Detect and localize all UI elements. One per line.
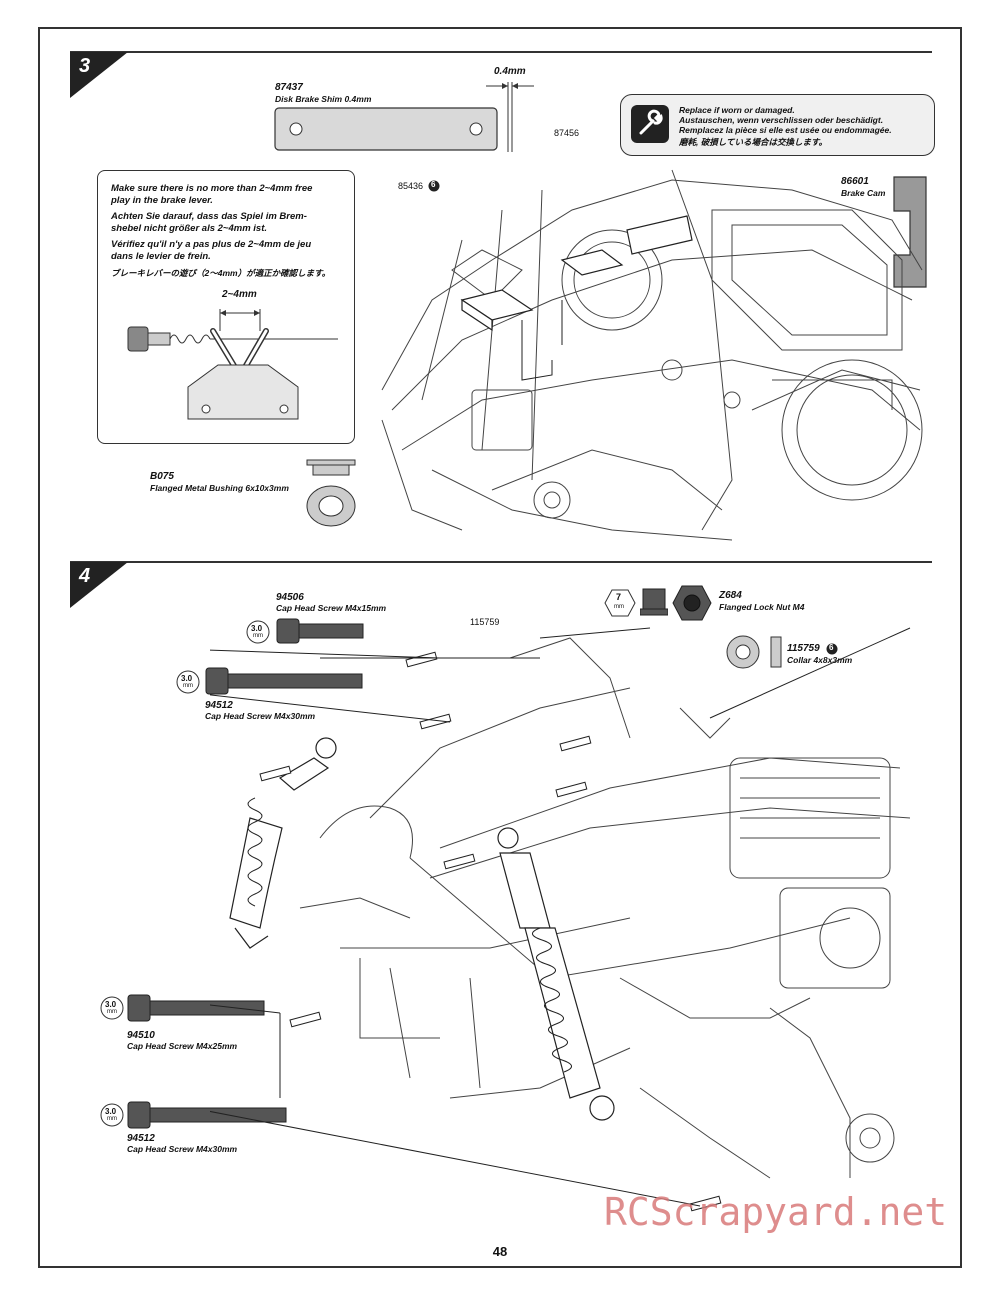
flanged-lock-nut-side-icon — [640, 588, 668, 616]
screw-94512-top-code: 94512 — [205, 700, 233, 711]
tool-94506-unit: mm — [253, 633, 263, 639]
hex-tool-3mm-icon — [176, 670, 200, 694]
step4-assembly-drawing — [210, 627, 911, 1212]
collar-side-icon — [770, 636, 782, 668]
warning-line-jp: 磨耗, 破損している場合は交換します。 — [679, 137, 828, 147]
collar-name: Collar 4x8x3mm — [787, 655, 853, 665]
screw-94512-top-name: Cap Head Screw M4x30mm — [205, 711, 316, 721]
brake-cam-name: Brake Cam — [841, 188, 886, 198]
tool-94512-bottom-unit: mm — [107, 1116, 117, 1122]
cap-head-screw-m4x30-icon — [205, 667, 363, 695]
lock-nut-code: Z684 — [719, 590, 742, 601]
screw-94510-name: Cap Head Screw M4x25mm — [127, 1041, 238, 1051]
flanged-bushing-side-icon — [306, 459, 356, 476]
watermark: RCScrapyard.net — [604, 1190, 948, 1234]
collar-front-icon — [726, 635, 760, 669]
shim-name: Disk Brake Shim 0.4mm — [275, 94, 372, 104]
warning-line-fr: Remplacez la pièce si elle est usée ou e… — [679, 125, 892, 135]
step4-rule — [70, 561, 932, 563]
collar-callout-label: 115759 — [470, 617, 500, 627]
screw-94512-bottom-code: 94512 — [127, 1133, 155, 1144]
flanged-bushing-front-icon — [306, 485, 356, 527]
screw-94506-code: 94506 — [276, 592, 304, 603]
step4-number: 4 — [79, 565, 91, 587]
tool-94510-unit: mm — [107, 1009, 117, 1015]
step4-flag — [70, 562, 128, 608]
free-play-dimension: 2~4mm — [222, 289, 257, 300]
warning-line-de: Austauschen, wenn verschlissen oder besc… — [679, 115, 884, 125]
brake-lever-note-box: Make sure there is no more than 2~4mm fr… — [97, 170, 355, 444]
screw-94510-code: 94510 — [127, 1030, 155, 1041]
hex-tool-3mm-icon — [100, 1103, 124, 1127]
note-line-fr2: dans le levier de frein. — [111, 251, 211, 262]
step3-assembly-drawing — [381, 169, 923, 541]
collar-badge-text: 6 — [829, 643, 834, 652]
bushing-name: Flanged Metal Bushing 6x10x3mm — [150, 483, 289, 493]
cap-head-screw-m4x15-icon — [276, 618, 364, 644]
lock-nut-tool-unit: mm — [614, 604, 624, 610]
page-number: 48 — [492, 1244, 508, 1259]
screw-94506-name: Cap Head Screw M4x15mm — [276, 603, 387, 613]
warning-line-en: Replace if worn or damaged. — [679, 105, 795, 115]
flanged-lock-nut-front-icon — [672, 585, 712, 621]
note-line-en1: Make sure there is no more than 2~4mm fr… — [111, 183, 313, 194]
wrench-7mm-icon — [604, 589, 636, 617]
bushing-code: B075 — [150, 471, 174, 482]
replace-warning-box: Replace if worn or damaged. Austauschen,… — [620, 94, 935, 156]
note-line-fr1: Vérifiez qu'il n'y a pas plus de 2~4mm d… — [111, 239, 312, 250]
tool-94506-size: 3.0 — [251, 624, 263, 633]
brake-cam-code: 86601 — [841, 176, 869, 187]
step3-flag — [70, 52, 128, 98]
hex-tool-3mm-icon — [100, 996, 124, 1020]
disk-brake-shim-icon — [274, 107, 498, 151]
screw-94512-bottom-name: Cap Head Screw M4x30mm — [127, 1144, 238, 1154]
collar-code: 115759 — [787, 643, 820, 654]
lock-nut-name: Flanged Lock Nut M4 — [719, 602, 805, 612]
tool-94510-size: 3.0 — [105, 1000, 117, 1009]
note-line-jp: ブレーキレバーの遊び（2～4mm）が適正か確認します。 — [111, 268, 331, 278]
screw-callout-badge-text: 6 — [431, 180, 436, 189]
collar-badge-icon — [826, 643, 838, 655]
note-line-en2: play in the brake lever. — [111, 195, 213, 206]
brake-lever-illustration — [127, 309, 338, 420]
tool-94512-bottom-size: 3.0 — [105, 1107, 117, 1116]
cap-head-screw-m4x30-icon — [127, 1101, 287, 1129]
lock-nut-tool-size: 7 — [616, 592, 622, 602]
note-line-de1: Achten Sie darauf, dass das Spiel im Bre… — [111, 211, 307, 222]
screw-callout-badge-icon — [428, 180, 440, 192]
cap-head-screw-m4x25-icon — [127, 994, 265, 1022]
note-line-de2: shebel nicht größer als 2~4mm ist. — [111, 223, 268, 234]
tool-94512-top-unit: mm — [183, 683, 193, 689]
step3-number: 3 — [79, 55, 91, 77]
tool-94512-top-size: 3.0 — [181, 674, 193, 683]
screw-callout-label: 85436 — [398, 181, 424, 191]
thickness-dimension-icon — [486, 82, 534, 152]
hex-tool-3mm-icon — [246, 620, 270, 644]
shim-code: 87437 — [275, 82, 303, 93]
shim-thickness: 0.4mm — [494, 66, 526, 77]
shim-callout-label: 87456 — [554, 128, 580, 138]
wrench-icon — [631, 105, 669, 143]
step3-rule — [70, 51, 932, 53]
page-frame — [38, 27, 962, 1268]
